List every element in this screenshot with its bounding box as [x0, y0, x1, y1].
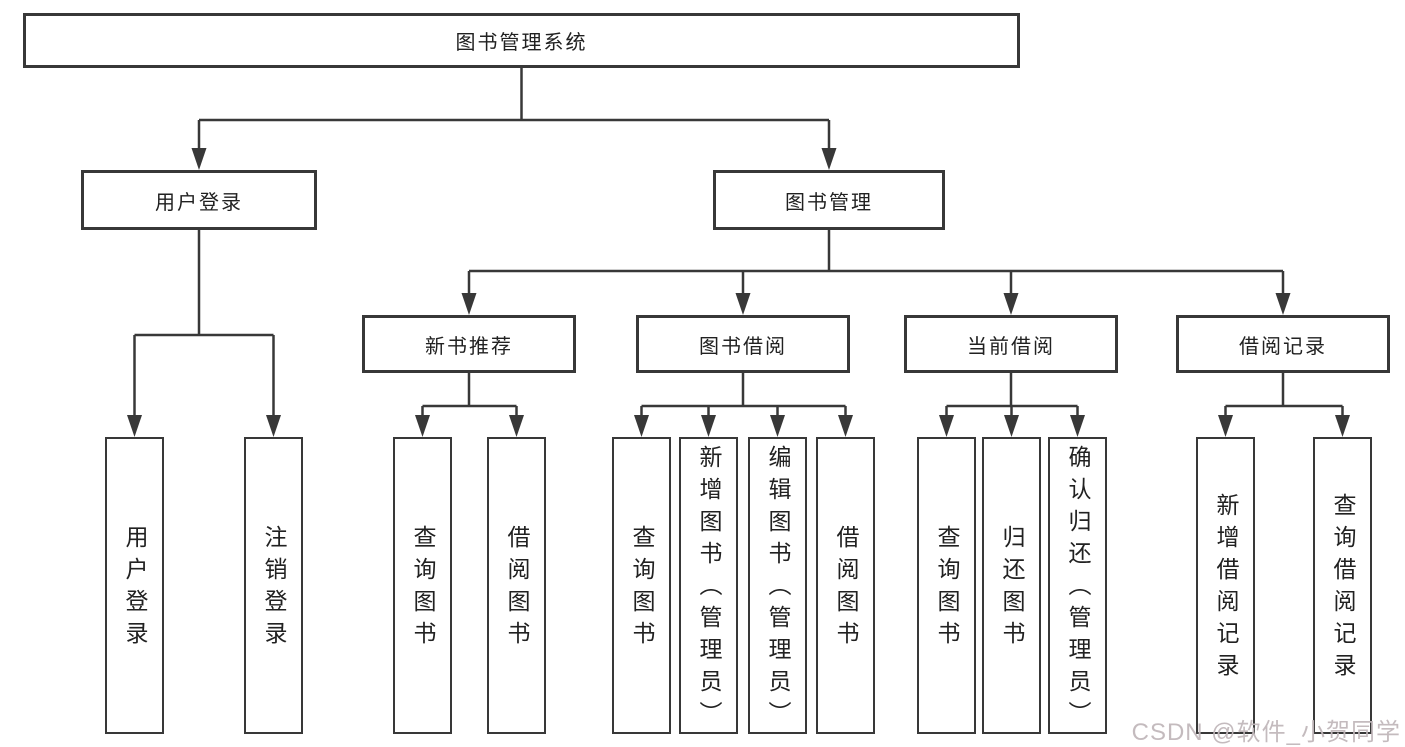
node-book-management: 图书管理	[713, 170, 945, 230]
leaf-add-books-admin: 新增图书（管理员）	[679, 437, 738, 734]
leaf-return-books: 归还图书	[982, 437, 1041, 734]
leaf-confirm-return-admin: 确认归还（管理员）	[1048, 437, 1107, 734]
node-book-borrow: 图书借阅	[636, 315, 850, 373]
leaf-borrow-books-recommend: 借阅图书	[487, 437, 546, 734]
node-new-book-recommend: 新书推荐	[362, 315, 576, 373]
leaf-query-books-current: 查询图书	[917, 437, 976, 734]
node-root-system: 图书管理系统	[23, 13, 1020, 68]
leaf-borrow-books: 借阅图书	[816, 437, 875, 734]
leaf-query-books-recommend: 查询图书	[393, 437, 452, 734]
leaf-query-borrow-record: 查询借阅记录	[1313, 437, 1372, 734]
node-borrow-records: 借阅记录	[1176, 315, 1390, 373]
leaf-query-books-borrow: 查询图书	[612, 437, 671, 734]
leaf-logout: 注销登录	[244, 437, 303, 734]
leaf-add-borrow-record: 新增借阅记录	[1196, 437, 1255, 734]
leaf-user-login: 用户登录	[105, 437, 164, 734]
leaf-edit-books-admin: 编辑图书（管理员）	[748, 437, 807, 734]
node-current-borrow: 当前借阅	[904, 315, 1118, 373]
csdn-watermark: CSDN @软件_小贺同学	[1131, 719, 1401, 746]
node-user-login: 用户登录	[81, 170, 317, 230]
